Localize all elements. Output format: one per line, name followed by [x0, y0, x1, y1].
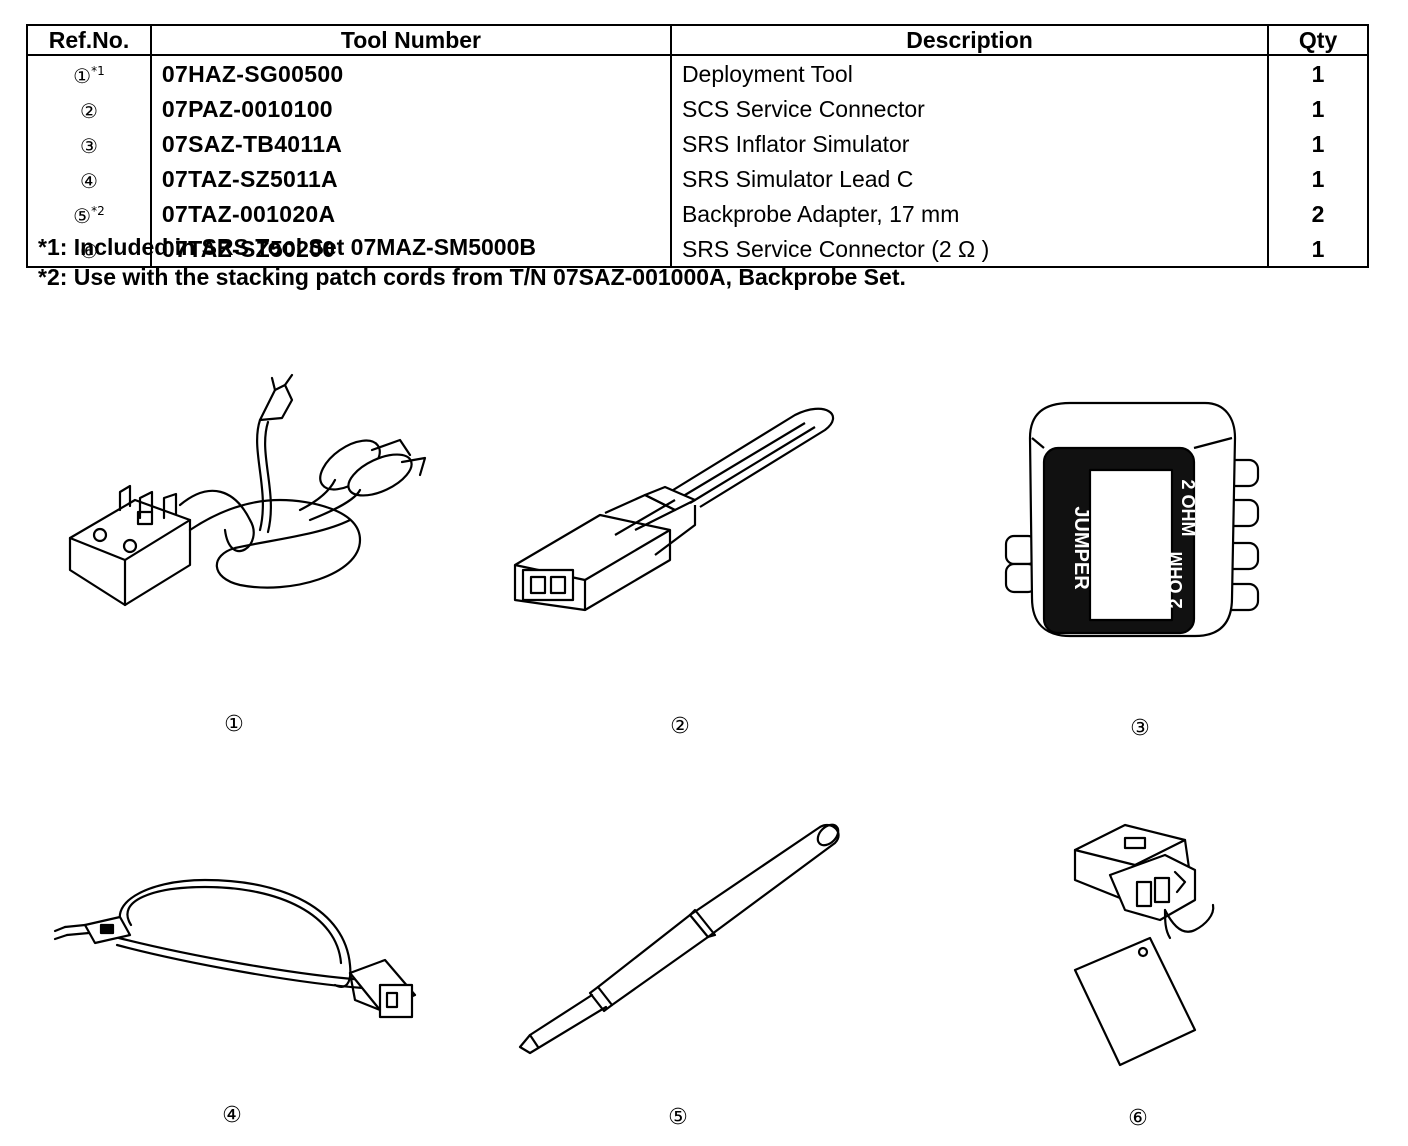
ref-cell: ⑥: [26, 231, 152, 268]
tool-number-cell: 07HAZ-SG00500: [149, 55, 672, 91]
inflator-simulator-icon: JUMPER 2 OHM 2 OHM: [1004, 401, 1260, 638]
header-qty: Qty: [1267, 24, 1369, 56]
ref-number: ②: [79, 99, 98, 123]
figure-4-label: ④: [222, 1103, 242, 1128]
scs-connector-icon: [513, 407, 835, 612]
description-cell: SRS Inflator Simulator: [669, 126, 1270, 161]
ref-cell: ③: [26, 126, 152, 161]
header-tool-number: Tool Number: [149, 24, 672, 56]
figure-scs-connector: [505, 395, 845, 615]
header-description: Description: [669, 24, 1270, 56]
figure-6-label: ⑥: [1128, 1106, 1148, 1131]
figure-deployment-tool: [60, 370, 430, 620]
ref-number: ⑤: [73, 204, 92, 228]
figure-3-label: ③: [1130, 716, 1150, 741]
ref-cell: ④: [26, 161, 152, 196]
qty-cell: 1: [1267, 161, 1369, 196]
table-row: ④ 07TAZ-SZ5011A SRS Simulator Lead C 1: [26, 161, 1369, 196]
srs-service-connector-icon: [1073, 823, 1215, 1067]
ref-number: ⑥: [79, 239, 98, 263]
table-row: ①*1 07HAZ-SG00500 Deployment Tool 1: [26, 55, 1369, 91]
qty-cell: 1: [1267, 231, 1369, 268]
table-row: ② 07PAZ-0010100 SCS Service Connector 1: [26, 91, 1369, 126]
footnote-1: *1: Included in SRS Tool Set 07MAZ-SM500…: [38, 234, 536, 260]
tools-table: Ref.No. Tool Number Description Qty ①*1 …: [26, 24, 1369, 268]
table-header: Ref.No. Tool Number Description Qty: [26, 24, 1369, 56]
ref-cell: ②: [26, 91, 152, 126]
simulator-lead-icon: [53, 878, 417, 1019]
tool-number-cell: 07TAZ-001020A: [149, 196, 672, 231]
footnote-mark: *2: [91, 204, 105, 218]
figure-1-label: ①: [224, 712, 244, 737]
description-cell: SRS Simulator Lead C: [669, 161, 1270, 196]
ref-number: ④: [79, 169, 98, 193]
description-cell: Deployment Tool: [669, 55, 1270, 91]
table-row: ⑤*2 07TAZ-001020A Backprobe Adapter, 17 …: [26, 196, 1369, 231]
ref-number: ③: [79, 134, 98, 158]
tool-number-cell: 07SAZ-TB4011A: [149, 126, 672, 161]
figure-5-label: ⑤: [668, 1105, 688, 1130]
deployment-tool-icon: [68, 373, 427, 607]
tool-number-cell: 07PAZ-0010100: [149, 91, 672, 126]
ohm-text-lower: 2 OHM: [1166, 551, 1186, 608]
table-row: ③ 07SAZ-TB4011A SRS Inflator Simulator 1: [26, 126, 1369, 161]
description-cell: Backprobe Adapter, 17 mm: [669, 196, 1270, 231]
tool-number-cell: 07TAZ-SZ50200: [149, 231, 672, 268]
figure-srs-service-connector: [1065, 820, 1235, 1080]
figure-backprobe-adapter: [510, 815, 850, 1060]
tool-number-cell: 07TAZ-SZ5011A: [149, 161, 672, 196]
description-cell: SRS Service Connector (2 Ω ): [669, 231, 1270, 268]
footnote-mark: *1: [91, 64, 105, 78]
ref-number: ①: [73, 64, 92, 88]
qty-cell: 1: [1267, 91, 1369, 126]
header-ref: Ref.No.: [26, 24, 152, 56]
figure-2-label: ②: [670, 714, 690, 739]
qty-cell: 1: [1267, 126, 1369, 161]
table-row: ⑥ 07TAZ-SZ50200 SRS Service Connector (2…: [26, 231, 1369, 268]
jumper-text: JUMPER: [1070, 506, 1092, 590]
footnote-2: *2: Use with the stacking patch cords fr…: [38, 264, 906, 290]
ref-cell: ⑤*2: [26, 196, 152, 231]
qty-cell: 2: [1267, 196, 1369, 231]
ref-cell: ①*1: [26, 55, 152, 91]
backprobe-adapter-icon: [518, 823, 840, 1055]
description-cell: SCS Service Connector: [669, 91, 1270, 126]
figure-inflator-simulator: JUMPER 2 OHM 2 OHM: [1000, 398, 1270, 643]
qty-cell: 1: [1267, 55, 1369, 91]
figure-simulator-lead: [45, 855, 425, 1030]
ohm-text-upper: 2 OHM: [1178, 479, 1198, 536]
